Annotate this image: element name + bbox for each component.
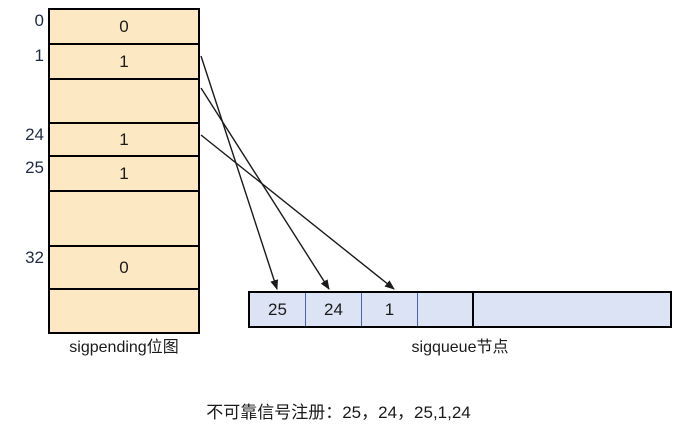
bitmap-index-label: 25 — [25, 158, 44, 177]
sigqueue-cell: 1 — [362, 293, 418, 326]
sigqueue-cell — [418, 293, 474, 326]
sigqueue-caption: sigqueue节点 — [411, 339, 509, 356]
bitmap-row: 1 — [50, 45, 198, 80]
footer-note: 不可靠信号注册：25，24，25,1,24 — [206, 403, 471, 422]
bitmap-index-label: 0 — [34, 11, 44, 30]
bitmap-row-value: 1 — [119, 164, 129, 183]
bitmap-row-value: 0 — [119, 258, 129, 277]
mapping-arrow — [200, 87, 330, 290]
bitmap-row-value: 1 — [119, 52, 129, 71]
bitmap-row — [50, 290, 198, 332]
sigqueue-cell: 25 — [250, 293, 306, 326]
sigpending-bitmap: 0 1 1 1 0 — [48, 8, 200, 334]
bitmap-row — [50, 80, 198, 124]
bitmap-row: 0 — [50, 10, 198, 45]
bitmap-row: 0 — [50, 247, 198, 290]
bitmap-index-labels: 0 1 24 25 32 — [0, 0, 44, 440]
bitmap-row: 1 — [50, 124, 198, 157]
bitmap-row — [50, 192, 198, 247]
bitmap-row: 1 — [50, 157, 198, 192]
bitmap-index-label: 1 — [34, 46, 44, 65]
bitmap-row-value: 1 — [119, 130, 129, 149]
sigpending-caption: sigpending位图 — [69, 339, 179, 356]
sigqueue-cell — [474, 293, 670, 326]
sigqueue-cell: 24 — [306, 293, 362, 326]
bitmap-index-label: 24 — [25, 125, 44, 144]
bitmap-index-label: 32 — [25, 248, 44, 267]
mapping-arrow — [200, 55, 279, 290]
mapping-arrow — [200, 134, 395, 290]
bitmap-row-value: 0 — [119, 17, 129, 36]
